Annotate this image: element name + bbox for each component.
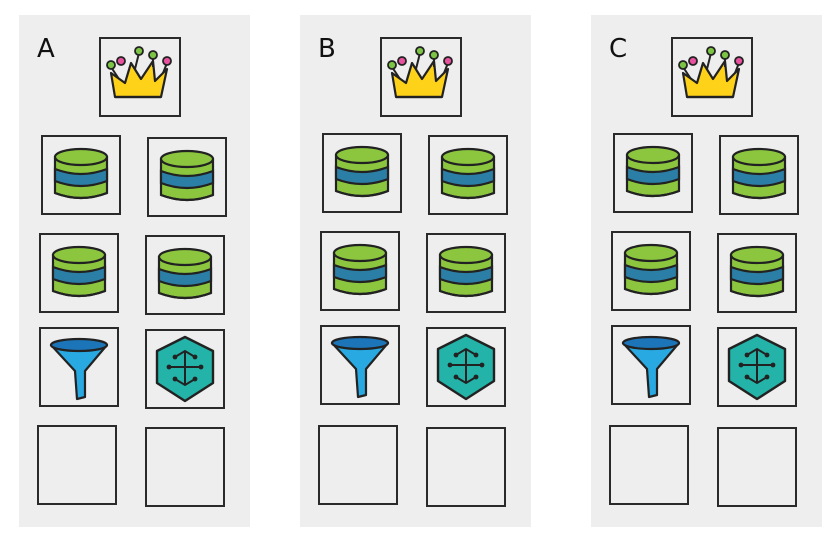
tile-database (147, 137, 227, 217)
tile-database (426, 233, 506, 313)
crown-tile (99, 37, 181, 117)
database-icon (147, 237, 223, 313)
panel-c: C (591, 15, 822, 527)
database-icon (721, 137, 797, 213)
tile-empty (37, 425, 117, 505)
hexagon-network-icon (147, 331, 223, 407)
panel-label: C (609, 34, 628, 64)
tile-hexagon (717, 327, 797, 407)
database-icon (43, 137, 119, 213)
tile-empty (426, 427, 506, 507)
database-icon (613, 233, 689, 309)
panel-label: B (318, 34, 336, 64)
tile-funnel (320, 325, 400, 405)
database-icon (719, 235, 795, 311)
database-icon (428, 235, 504, 311)
panel-a: A (19, 15, 250, 527)
crown-icon (382, 39, 458, 115)
hexagon-network-icon (428, 329, 504, 405)
tile-database (719, 135, 799, 215)
tile-empty (609, 425, 689, 505)
database-icon (322, 233, 398, 309)
funnel-icon (322, 327, 398, 403)
tile-database (41, 135, 121, 215)
funnel-icon (613, 327, 689, 403)
database-icon (149, 139, 225, 215)
tile-hexagon (426, 327, 506, 407)
hexagon-network-icon (719, 329, 795, 405)
tile-database (428, 135, 508, 215)
tile-empty (318, 425, 398, 505)
tile-database (717, 233, 797, 313)
tile-database (145, 235, 225, 315)
database-icon (430, 137, 506, 213)
tile-database (613, 133, 693, 213)
database-icon (324, 135, 400, 211)
tile-funnel (611, 325, 691, 405)
panel-b: B (300, 15, 531, 527)
crown-tile (671, 37, 753, 117)
crown-tile (380, 37, 462, 117)
tile-hexagon (145, 329, 225, 409)
panel-label: A (37, 34, 55, 64)
crown-icon (101, 39, 177, 115)
database-icon (615, 135, 691, 211)
tile-empty (717, 427, 797, 507)
database-icon (41, 235, 117, 311)
tile-funnel (39, 327, 119, 407)
tile-empty (145, 427, 225, 507)
tile-database (611, 231, 691, 311)
tile-database (39, 233, 119, 313)
tile-database (322, 133, 402, 213)
tile-database (320, 231, 400, 311)
crown-icon (673, 39, 749, 115)
funnel-icon (41, 329, 117, 405)
